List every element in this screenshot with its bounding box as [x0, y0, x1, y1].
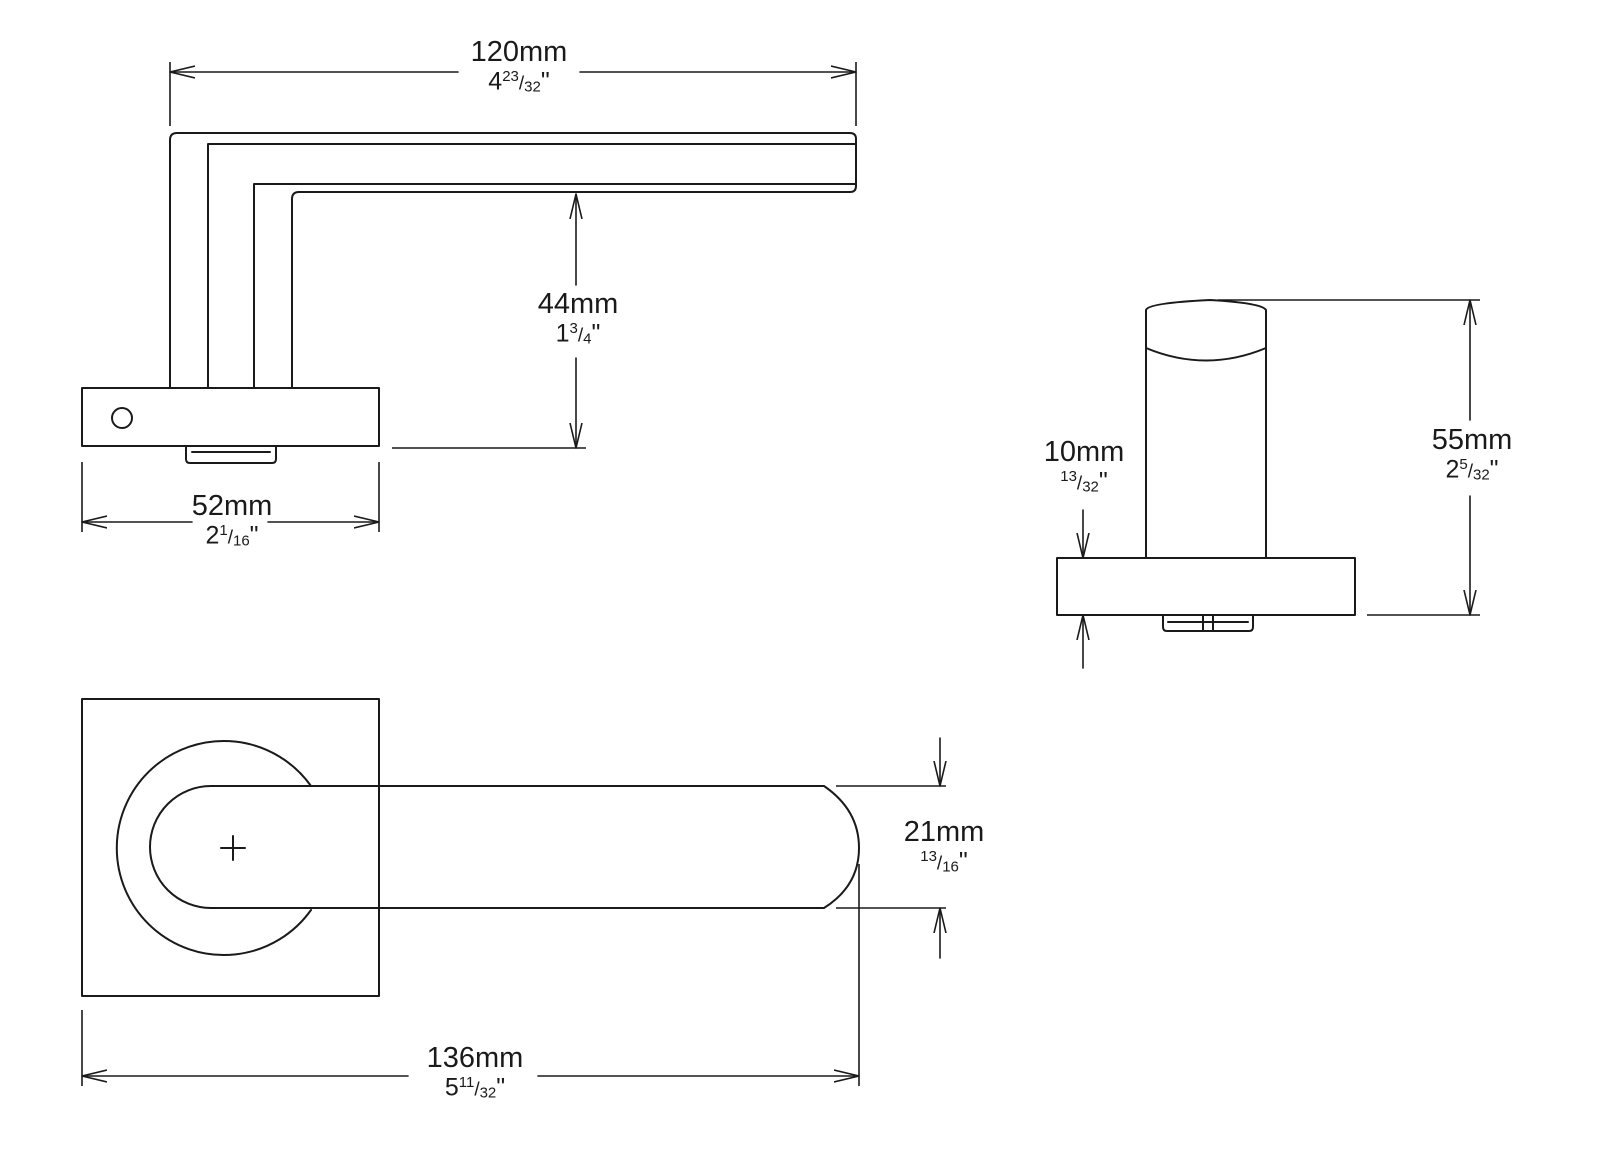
dim-handle-projection — [392, 193, 586, 449]
label-rose-width: 52mm 21/16" — [180, 492, 284, 549]
metric-value: 55mm — [1431, 424, 1513, 456]
metric-value: 120mm — [470, 36, 568, 68]
label-overall-height: 55mm 25/32" — [1420, 426, 1524, 483]
label-overall-length: 136mm 511/32" — [414, 1044, 536, 1101]
imperial-value: 25/32" — [1445, 455, 1499, 484]
dim-overall-height — [1218, 299, 1480, 616]
dim-overall-length — [81, 864, 860, 1086]
side-elevation-view — [81, 132, 857, 464]
metric-value: 21mm — [903, 816, 985, 848]
dim-handle-length — [169, 62, 857, 126]
end-elevation-view — [1056, 299, 1356, 632]
label-handle-length: 120mm 423/32" — [458, 38, 580, 95]
imperial-value: 423/32" — [488, 67, 550, 96]
label-handle-projection: 44mm 13/4" — [526, 290, 630, 347]
metric-value: 136mm — [426, 1042, 524, 1074]
dim-grip-width — [836, 737, 946, 959]
imperial-value: 13/4" — [555, 319, 601, 348]
dim-rose-width — [81, 462, 380, 532]
imperial-value: 511/32" — [444, 1073, 506, 1102]
metric-value: 52mm — [191, 490, 273, 522]
plan-view — [81, 698, 860, 997]
label-grip-width: 21mm 13/16" — [892, 818, 996, 875]
imperial-value: 13/16" — [920, 847, 968, 876]
metric-value: 10mm — [1043, 436, 1125, 468]
imperial-value: 13/32" — [1060, 467, 1108, 496]
metric-value: 44mm — [537, 288, 619, 320]
imperial-value: 21/16" — [205, 521, 259, 550]
grub-screw-icon — [111, 407, 133, 429]
label-rose-thickness: 10mm 13/32" — [1032, 438, 1136, 495]
